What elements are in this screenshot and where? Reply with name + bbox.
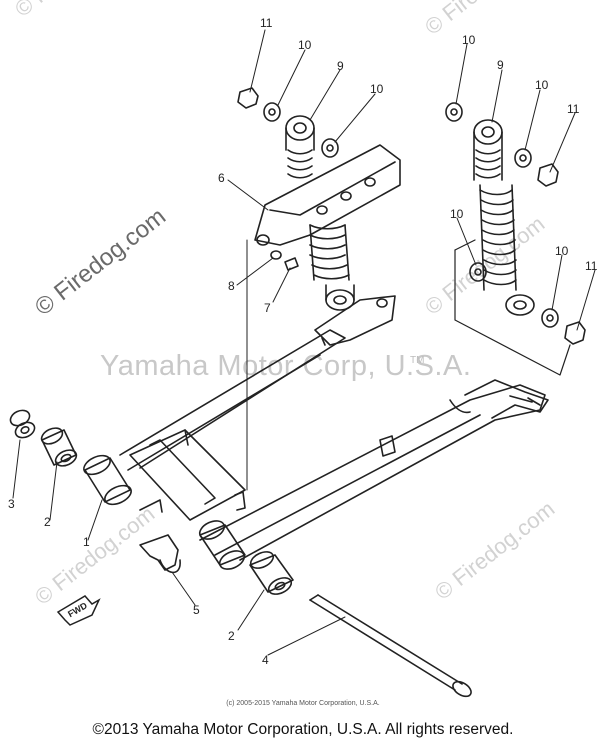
callout-10: 10 bbox=[298, 38, 312, 52]
leader-lines bbox=[12, 29, 596, 656]
bushing-2-right bbox=[249, 551, 294, 595]
small-copyright-caption: (c) 2005-2015 Yamaha Motor Corporation, … bbox=[226, 700, 380, 707]
bushing-2-left bbox=[40, 427, 78, 467]
washer-8 bbox=[270, 250, 282, 260]
pivot-collar-left bbox=[83, 454, 132, 506]
shock-absorber-left bbox=[285, 115, 355, 311]
callout-7: 7 bbox=[264, 301, 271, 315]
pivot-collar-right bbox=[198, 520, 246, 570]
watermark-tm: TM bbox=[410, 355, 425, 366]
callout-10: 10 bbox=[535, 78, 549, 92]
callout-5: 5 bbox=[193, 603, 200, 617]
callout-11: 11 bbox=[567, 102, 580, 116]
nut-11-right-lower bbox=[564, 321, 586, 345]
callout-10: 10 bbox=[450, 207, 464, 221]
copyright-footer: ©2013 Yamaha Motor Corporation, U.S.A. A… bbox=[92, 721, 514, 738]
washer-10-right-lower bbox=[541, 308, 559, 328]
washer-10-right-top bbox=[445, 102, 463, 122]
callout-8: 8 bbox=[228, 279, 235, 293]
shock-bracket-6 bbox=[254, 144, 401, 246]
callout-3: 3 bbox=[8, 497, 15, 511]
callout-10: 10 bbox=[370, 82, 384, 96]
callout-9: 9 bbox=[337, 59, 344, 73]
callout-10: 10 bbox=[555, 244, 569, 258]
washer-10-upper-left bbox=[263, 102, 281, 122]
callout-4: 4 bbox=[262, 653, 269, 667]
shock-absorber-right bbox=[473, 119, 535, 316]
callout-10: 10 bbox=[462, 33, 476, 47]
bolt-7 bbox=[284, 257, 299, 271]
washer-10-right-left bbox=[469, 262, 487, 282]
callout-11: 11 bbox=[585, 259, 598, 273]
callout-2: 2 bbox=[44, 515, 51, 529]
fwd-label: FWD bbox=[66, 600, 89, 619]
chain-guard-5 bbox=[139, 534, 181, 574]
callout-6: 6 bbox=[218, 171, 225, 185]
callout-2: 2 bbox=[228, 629, 235, 643]
thrust-cover-3 bbox=[9, 409, 36, 439]
swing-arm bbox=[119, 295, 549, 561]
forward-arrow-icon: FWD bbox=[56, 595, 101, 626]
callout-11: 11 bbox=[260, 16, 273, 30]
nut-11-upper-left bbox=[237, 87, 259, 109]
pivot-shaft-4 bbox=[309, 594, 472, 698]
callout-1: 1 bbox=[83, 535, 90, 549]
callout-9: 9 bbox=[497, 58, 504, 72]
callout-labels: 11 10 9 10 6 8 7 10 9 10 11 10 10 11 3 2… bbox=[8, 16, 598, 667]
nut-11-right-upper bbox=[537, 163, 559, 187]
washer-10-upper-right-of-left-shock bbox=[321, 138, 339, 158]
washer-10-right-upper bbox=[514, 148, 532, 168]
